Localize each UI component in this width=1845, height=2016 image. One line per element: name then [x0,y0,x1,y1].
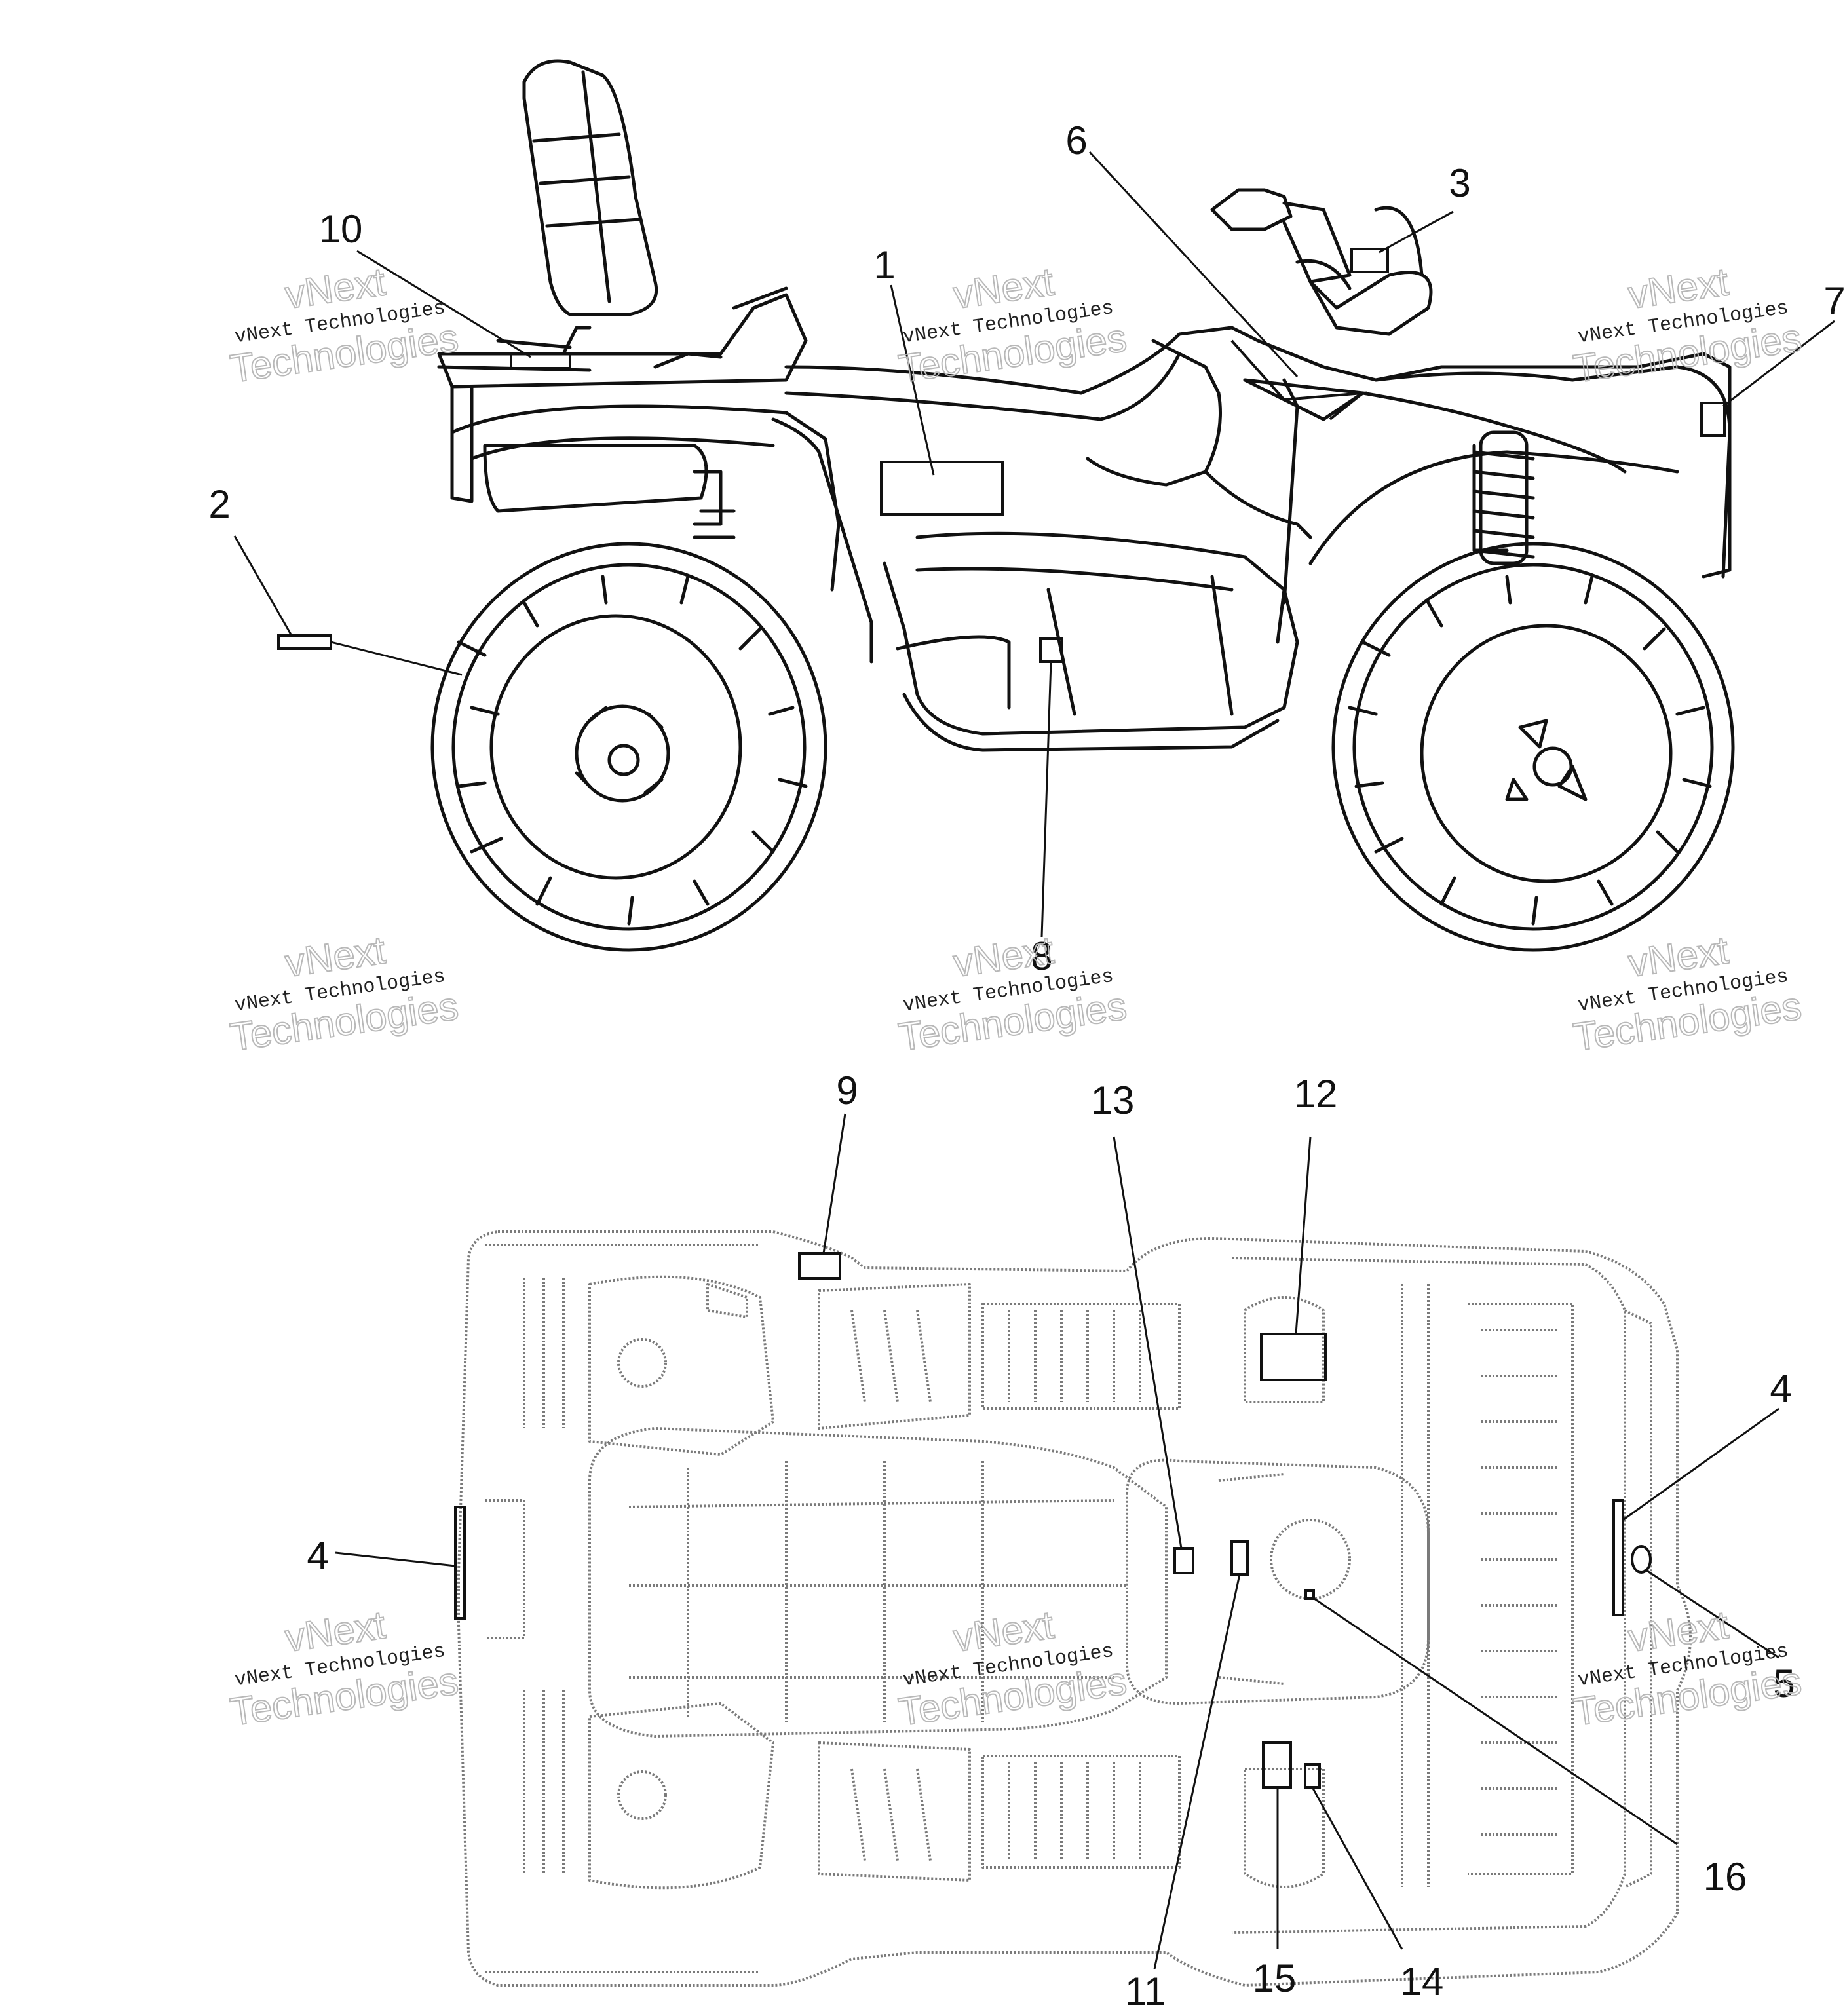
callout-12: 12 [1294,1072,1338,1116]
rear-fender [450,404,873,664]
callout-16: 16 [1703,1855,1747,1899]
callout-10: 10 [319,207,363,251]
watermark-1: vNext vNext Technologies Technologies [227,259,461,391]
watermark-2: vNext vNext Technologies Technologies [895,259,1130,391]
callout-4-front: 4 [1770,1367,1791,1411]
decal-6-strip [1230,339,1367,421]
side-view-leaders [233,151,1835,938]
side-view-decals [277,248,1726,663]
decal-16-box [1304,1589,1315,1600]
callout-5: 5 [1773,1662,1795,1705]
rear-wheel [430,542,827,952]
decal-15-box [1262,1741,1292,1789]
decal-9-box [798,1252,841,1280]
callout-7: 7 [1823,279,1845,323]
passenger-backrest [522,59,658,316]
callout-15: 15 [1253,1956,1297,2000]
watermark-8: vNext vNext Technologies Technologies [895,1602,1130,1734]
decal-4-front-box [1612,1499,1624,1616]
decal-4-rear-box [454,1506,466,1620]
callout-8: 8 [1031,934,1052,978]
decal-2-box [277,634,332,650]
front-shock-spring [1472,430,1535,565]
callout-1: 1 [873,243,895,287]
rear-suspension [483,444,736,539]
watermark-7: vNext vNext Technologies Technologies [227,1602,461,1734]
decal-12-box [1260,1333,1327,1381]
callout-3: 3 [1449,161,1470,205]
watermark-3: vNext vNext Technologies Technologies [1570,259,1804,391]
callout-14: 14 [1400,1960,1444,2004]
callout-13: 13 [1091,1078,1135,1122]
decal-11-box [1230,1540,1249,1576]
atv-top-view [457,1230,1692,1987]
decal-10-box [510,352,571,370]
floorboard [883,561,1299,752]
callout-labels: 1 2 3 6 7 8 10 9 13 12 4 4 5 16 11 15 14 [208,119,1845,2013]
top-view-leaders [335,1113,1779,1969]
watermark-9: vNext vNext Technologies Technologies [1570,1602,1804,1734]
decal-5-oval [1631,1545,1652,1574]
callout-2: 2 [208,482,230,526]
main-body [784,326,1732,644]
watermark-5: vNext vNext Technologies Technologies [895,927,1130,1059]
decal-3-box [1350,248,1389,273]
rear-rack [437,286,808,503]
callout-9: 9 [836,1069,858,1113]
watermark-4: vNext vNext Technologies Technologies [227,927,461,1059]
atv-side-view [430,59,1735,952]
callout-11: 11 [1125,1969,1166,2013]
decal-1-box [880,461,1004,516]
handlebars [1210,188,1433,336]
callout-4-rear: 4 [307,1534,328,1578]
decal-8-box [1039,637,1063,663]
callout-6: 6 [1065,119,1087,162]
decal-7-box [1700,402,1726,437]
decal-13-box [1173,1547,1194,1574]
front-wheel [1331,542,1735,952]
